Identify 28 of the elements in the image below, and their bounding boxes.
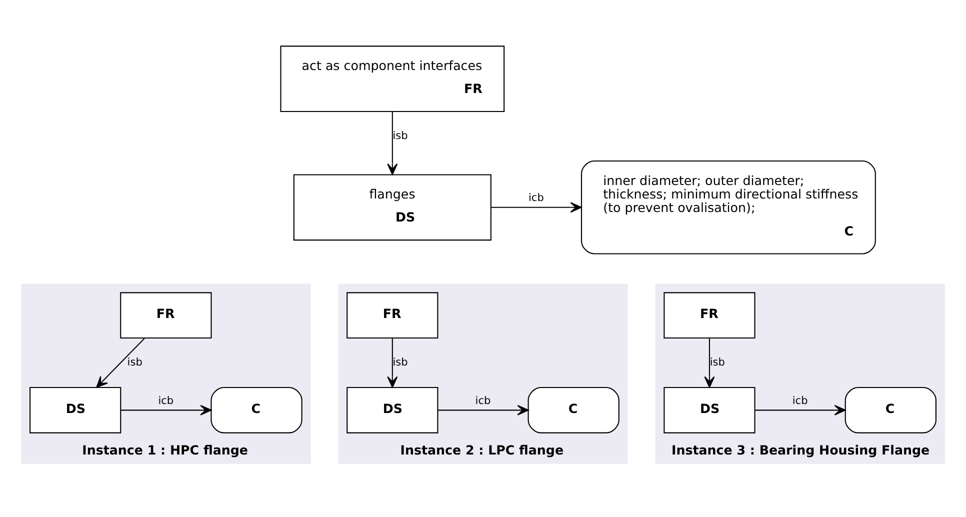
node-box: DS [346,386,438,433]
node-box: FR [346,292,438,338]
node-box: flanges DS [293,174,492,240]
node-box: DS [664,386,756,433]
node-box: FR [120,292,212,338]
edge-label: icb [158,394,174,406]
node-box: act as component interfaces FR [280,45,505,112]
node-box: DS [30,386,122,433]
edge-label: icb [792,394,808,406]
node-box: C [210,386,302,433]
edge-label: isb [127,356,142,368]
edge-label: icb [528,192,544,204]
arrow [755,404,846,415]
edge-label: isb [392,356,408,368]
arrow [490,202,582,212]
edge-label: isb [392,129,408,142]
arrow [96,338,145,388]
edge-label: icb [475,394,491,406]
arrow [704,338,715,388]
node-box: C [528,386,620,433]
arrow [121,404,212,415]
node-box: inner diameter; outer diameter; thickness; minimum directional stiffness (to prevent ovalisation); C [580,160,876,254]
arrow [438,404,529,415]
arrow [387,111,398,174]
node-box: C [844,386,936,433]
arrow [387,338,398,388]
edge-label: isb [710,356,725,368]
node-box: FR [664,292,756,338]
